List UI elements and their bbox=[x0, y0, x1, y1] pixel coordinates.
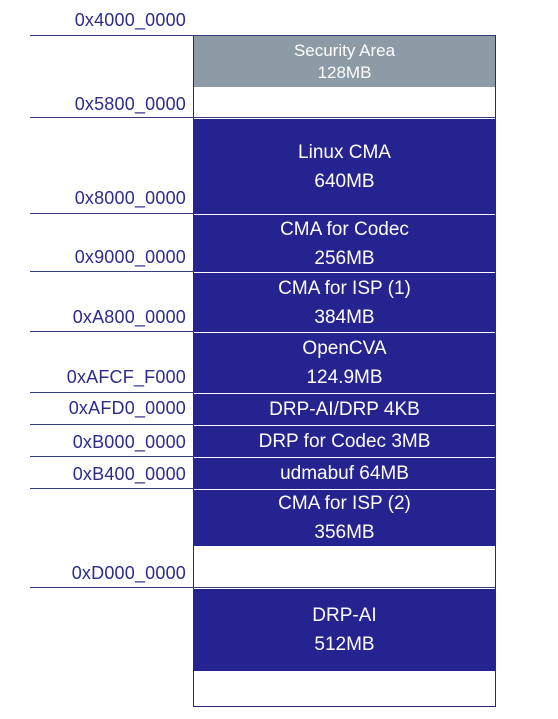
region-name: DRP for Codec 3MB bbox=[258, 430, 431, 452]
address-label: 0xA800_0000 bbox=[72, 307, 186, 327]
address-label: 0x4000_0000 bbox=[74, 10, 186, 30]
boundary-line bbox=[30, 35, 495, 36]
region-cma-for-isp-2: CMA for ISP (2) 356MB bbox=[194, 490, 495, 546]
region-udmabuf: udmabuf 64MB bbox=[194, 458, 495, 489]
region-name: Linux CMA bbox=[298, 141, 391, 163]
region-opencva: OpenCVA 124.9MB bbox=[194, 333, 495, 393]
region-cma-for-codec: CMA for Codec 256MB bbox=[194, 215, 495, 272]
region-name: udmabuf 64MB bbox=[280, 462, 409, 484]
region-size: 384MB bbox=[314, 306, 375, 328]
address-label: 0x9000_0000 bbox=[74, 247, 186, 267]
region-security-area: Security Area 128MB bbox=[194, 36, 495, 87]
region-name: OpenCVA bbox=[302, 338, 387, 359]
region-name: DRP-AI bbox=[312, 605, 377, 626]
region-name: CMA for ISP (2) bbox=[278, 493, 411, 514]
region-linux-cma: Linux CMA 640MB bbox=[194, 119, 495, 214]
region-size: 512MB bbox=[314, 634, 375, 655]
region-drp-ai-drp: DRP-AI/DRP 4KB bbox=[194, 394, 495, 425]
address-label: 0xD000_0000 bbox=[71, 563, 186, 583]
region-name: CMA for Codec bbox=[280, 218, 409, 240]
boundary-line bbox=[30, 587, 495, 588]
region-drp-ai: DRP-AI 512MB bbox=[194, 589, 495, 671]
region-drp-for-codec: DRP for Codec 3MB bbox=[194, 426, 495, 457]
region-size: 256MB bbox=[314, 247, 375, 269]
address-label: 0xAFD0_0000 bbox=[68, 398, 186, 418]
region-name: Security Area bbox=[293, 40, 396, 60]
address-label: 0xB400_0000 bbox=[72, 464, 186, 484]
region-size: 640MB bbox=[314, 170, 375, 192]
region-cma-for-isp-1: CMA for ISP (1) 384MB bbox=[194, 273, 495, 332]
region-size: 128MB bbox=[317, 62, 372, 82]
region-name: DRP-AI/DRP 4KB bbox=[269, 398, 420, 420]
address-label: 0xB000_0000 bbox=[72, 432, 186, 452]
region-size: 124.9MB bbox=[306, 367, 383, 388]
region-size: 356MB bbox=[314, 522, 375, 543]
region-name: CMA for ISP (1) bbox=[278, 277, 411, 299]
address-label: 0x5800_0000 bbox=[74, 94, 186, 114]
address-label: 0xAFCF_F000 bbox=[66, 367, 186, 387]
boundary-line bbox=[30, 117, 495, 118]
address-label: 0x8000_0000 bbox=[74, 188, 186, 208]
